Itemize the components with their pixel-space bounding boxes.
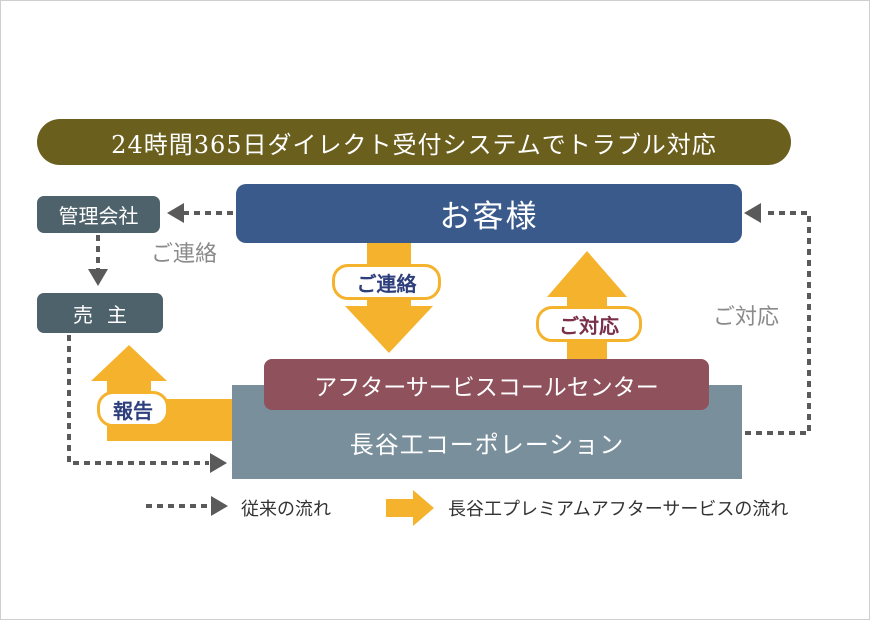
arrowhead-to-management <box>167 203 184 223</box>
arrowhead-to-seller <box>88 269 108 286</box>
arrowhead-to-hasegawa <box>210 453 227 473</box>
label-contact-gray: ご連絡 <box>151 242 218 267</box>
legend-orange-arrow <box>386 490 434 526</box>
dotted-seller-to-hasegawa <box>67 335 209 465</box>
label-response-gray: ご対応 <box>713 305 780 330</box>
arrowhead-to-customer <box>744 203 761 223</box>
banner-24h-direct-system: 24時間365日ダイレクト受付システムでトラブル対応 <box>37 119 791 165</box>
legend-dotted-arrowhead <box>211 496 228 516</box>
legend-traditional-flow: 従来の流れ <box>241 499 331 520</box>
node-seller: 売主 <box>37 293 163 333</box>
node-management-company: 管理会社 <box>37 196 160 233</box>
label-response-orange: ご対応 <box>536 306 642 342</box>
label-report-orange: 報告 <box>97 391 169 427</box>
label-contact-orange: ご連絡 <box>332 264 441 300</box>
node-customer: お客様 <box>236 184 742 243</box>
legend-premium-flow: 長谷工プレミアムアフターサービスの流れ <box>448 499 789 520</box>
orange-arrow-response-up <box>547 251 627 359</box>
node-after-service-call-center: アフターサービスコールセンター <box>264 359 709 410</box>
